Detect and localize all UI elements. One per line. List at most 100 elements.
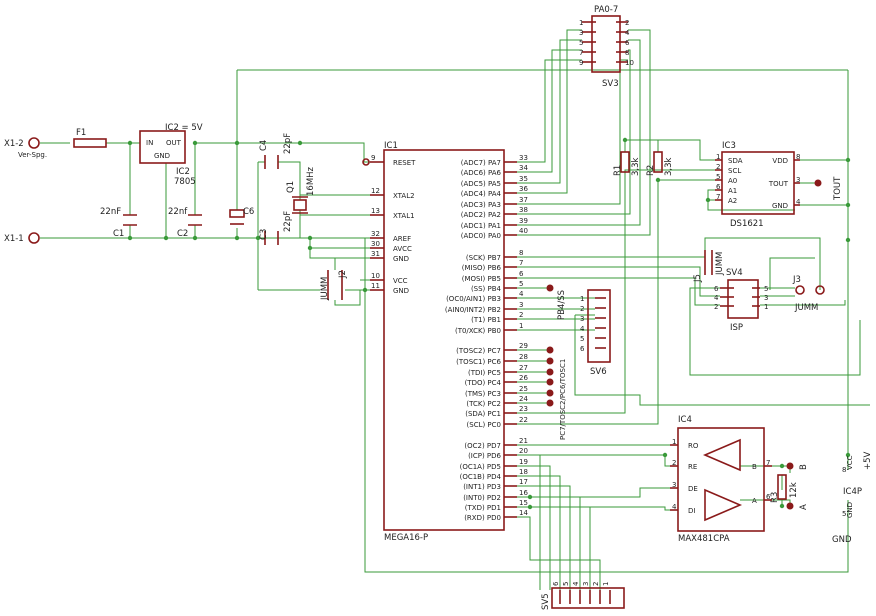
mcu-pin-number: 17 xyxy=(519,478,528,486)
mcu-pin-number: 12 xyxy=(371,187,380,195)
svg-text:GND: GND xyxy=(832,535,852,545)
svg-text:F1: F1 xyxy=(76,128,86,138)
sv3-pin-number: 5 xyxy=(579,39,583,47)
mcu-pin-number: 28 xyxy=(519,353,528,361)
capacitor-c3: C3 22pF xyxy=(259,211,293,245)
mcu-pin-number: 11 xyxy=(371,282,380,290)
svg-text:22nF: 22nF xyxy=(100,207,121,217)
svg-text:A: A xyxy=(799,504,809,510)
mcu-pin-label: (ADC4) PA4 xyxy=(461,190,502,198)
svg-text:Q1: Q1 xyxy=(286,181,296,193)
ic4-pin-number: 7 xyxy=(766,459,770,467)
svg-text:VCC: VCC xyxy=(846,455,854,470)
svg-text:PA0-7: PA0-7 xyxy=(594,5,618,15)
mcu-pin-label: GND xyxy=(393,255,409,263)
mcu-pin-number: 33 xyxy=(519,154,528,162)
mcu-pin-label: (ADC1) PA1 xyxy=(461,222,501,230)
ic3-pin-label: VDD xyxy=(772,157,788,165)
svg-text:SV6: SV6 xyxy=(590,367,607,377)
mcu-pin-label: (TXD) PD1 xyxy=(465,504,501,512)
svg-text:IC3: IC3 xyxy=(722,141,736,151)
ic3-pin-label: A1 xyxy=(728,187,737,195)
svg-text:C6: C6 xyxy=(243,207,254,217)
resistor-r1: R1 3,3k xyxy=(613,151,641,176)
sv5-pin-number: 6 xyxy=(552,581,560,586)
jumper-j2: J2 JUMM xyxy=(320,270,348,301)
sv3-pin-number: 1 xyxy=(579,19,583,27)
svg-text:12k: 12k xyxy=(789,482,799,498)
ic4-pin-label: RE xyxy=(688,463,697,471)
mcu-pin-number: 39 xyxy=(519,217,528,225)
mcu-pin-label: (TDO) PC4 xyxy=(465,379,502,387)
mcu-pin-label: (INT0) PD2 xyxy=(463,494,501,502)
jumper-j3: J3 JUMM xyxy=(792,275,825,313)
mcu-pin-number: 2 xyxy=(519,311,523,319)
svg-text:JUMM: JUMM xyxy=(320,277,330,301)
mcu-pin-label: (TOSC2) PC7 xyxy=(456,347,501,355)
ic3-pin-number: 5 xyxy=(716,173,720,181)
mcu-pin-label: (TMS) PC3 xyxy=(465,390,501,398)
ic4-pin-label: A xyxy=(752,497,757,505)
sv5-pin-number: 2 xyxy=(592,582,600,586)
mcu-pin-label: AVCC xyxy=(393,245,412,253)
ic3-pin-number: 1 xyxy=(716,153,720,161)
ic3-pin-label: A0 xyxy=(728,177,737,185)
sv4-pin-number: 3 xyxy=(764,294,768,302)
mcu-pin-label: XTAL2 xyxy=(393,192,415,200)
mcu-pin-label: (ADC0) PA0 xyxy=(461,232,501,240)
mcu-pin-label: (ADC2) PA2 xyxy=(461,211,501,219)
sv6-pin-number: 6 xyxy=(580,345,585,353)
ic4-pin-number: 3 xyxy=(672,481,676,489)
svg-text:GND: GND xyxy=(846,502,854,518)
svg-text:+5V: +5V xyxy=(863,451,873,470)
mcu-pin-number: 6 xyxy=(519,270,524,278)
svg-text:IC2: IC2 xyxy=(176,167,190,177)
mcu-pin-label: (OC2) PD7 xyxy=(464,442,501,450)
power-input-connector: X1-2 X1-1 Ver-Spg. xyxy=(4,137,47,244)
io-marker xyxy=(546,346,554,354)
mcu-pin-label: (ICP) PD6 xyxy=(468,452,501,460)
fuse-f1: F1 xyxy=(73,128,107,148)
sv4-pin-number: 5 xyxy=(764,285,768,293)
svg-text:OUT: OUT xyxy=(166,139,182,147)
mcu-left-pins: 9RESET12XTAL213XTAL132AREF30AVCC31GND10V… xyxy=(370,154,416,295)
svg-text:DS1621: DS1621 xyxy=(730,219,764,229)
sv3-pin-number: 2 xyxy=(625,19,629,27)
ic3-pin-number: 8 xyxy=(796,153,800,161)
ic4-pin-label: DE xyxy=(688,485,698,493)
svg-text:B: B xyxy=(799,464,809,470)
mcu-pin-number: 21 xyxy=(519,437,528,445)
mcu-pin-label: (OC0/AIN1) PB3 xyxy=(446,295,501,303)
mcu-pin-number: 20 xyxy=(519,447,528,455)
svg-text:J5: J5 xyxy=(693,274,703,283)
mcu-pin-number: 9 xyxy=(371,154,375,162)
mcu-pin-label: (TOSC1) PC6 xyxy=(456,358,501,366)
sv6-pin-number: 4 xyxy=(580,325,585,333)
mcu-pin-number: 30 xyxy=(371,240,380,248)
svg-text:22pF: 22pF xyxy=(283,133,293,154)
svg-text:PC7/TOSC2/PC6/TOSC1: PC7/TOSC2/PC6/TOSC1 xyxy=(559,359,567,440)
sv5-pin-number: 1 xyxy=(602,582,610,586)
sv5-pin-number: 3 xyxy=(582,582,590,586)
mcu-pin-label: (MISO) PB6 xyxy=(462,264,502,272)
svg-text:JUMM: JUMM xyxy=(715,252,725,276)
ic3-pin-label: TOUT xyxy=(768,180,789,188)
regulator-ic2: IN OUT GND IC2 = 5V IC2 7805 xyxy=(139,123,203,187)
svg-text:MAX481CPA: MAX481CPA xyxy=(678,534,730,544)
svg-text:PB4/SS: PB4/SS xyxy=(557,290,567,320)
svg-text:3,3k: 3,3k xyxy=(664,157,674,176)
svg-text:IN: IN xyxy=(146,139,153,147)
mcu-pin-number: 4 xyxy=(519,290,524,298)
mcu-pin-label: (INT1) PD3 xyxy=(463,483,501,491)
junctions xyxy=(127,137,851,510)
mcu-pin-label: RESET xyxy=(393,159,416,167)
sv3-pin-number: 4 xyxy=(625,29,630,37)
svg-text:TOUT: TOUT xyxy=(833,176,843,201)
sv3-pin-number: 6 xyxy=(625,39,630,47)
